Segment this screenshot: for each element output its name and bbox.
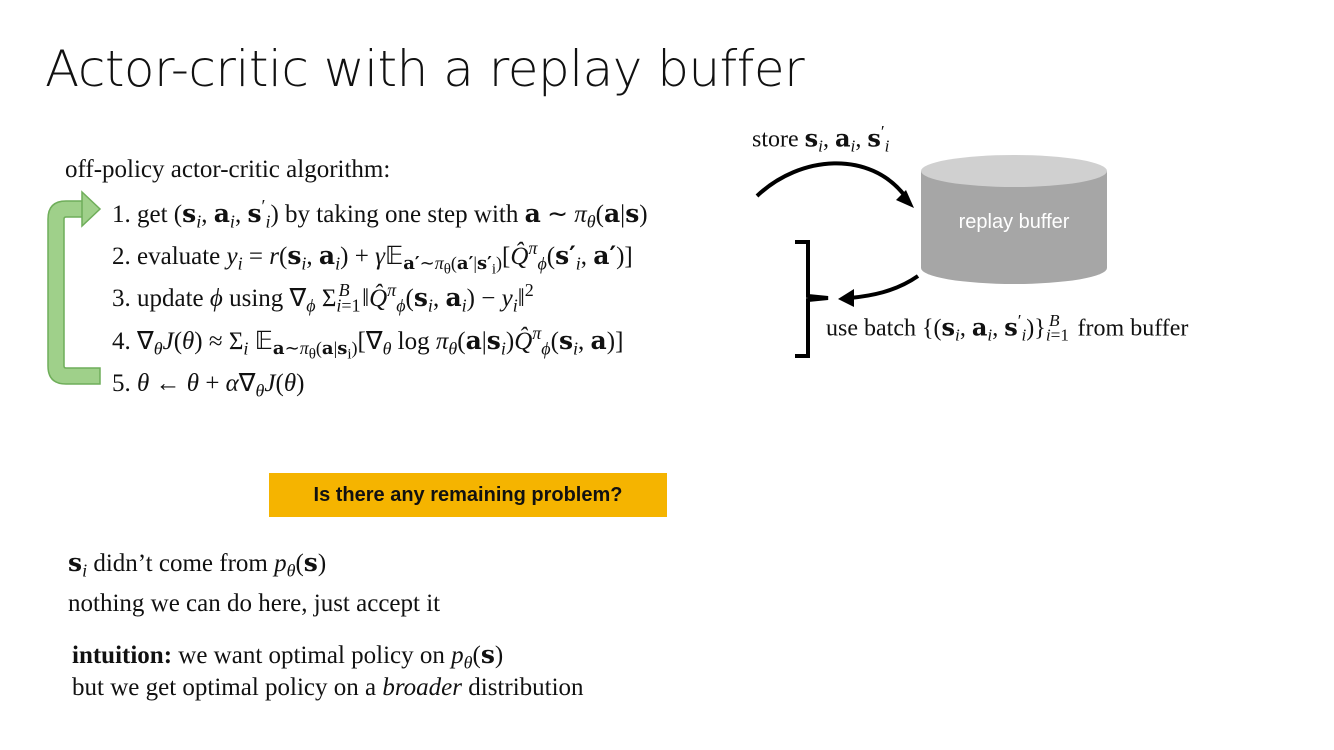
note-line-4: but we get optimal policy on a broader d… bbox=[72, 674, 584, 701]
algorithm-heading: off-policy actor-critic algorithm: bbox=[65, 156, 391, 183]
right-brace bbox=[795, 240, 829, 358]
loop-arrowhead bbox=[81, 190, 102, 228]
note-line-1: si didn’t come from pθ(s) bbox=[68, 548, 327, 581]
step-2: 2. evaluate yi = r(si, ai) + γ𝔼a′∼πθ(a′|… bbox=[112, 238, 633, 278]
page-title: Actor-critic with a replay buffer bbox=[45, 40, 805, 98]
intuition-label: intuition: bbox=[72, 642, 173, 669]
batch-arrowhead bbox=[838, 289, 854, 307]
store-arrowhead bbox=[896, 190, 914, 208]
batch-arrow bbox=[849, 274, 920, 300]
note-line-2: nothing we can do here, just accept it bbox=[68, 590, 441, 617]
store-arrow bbox=[755, 161, 907, 198]
step-5: 5. θ ← θ + α∇θJ(θ) bbox=[112, 370, 305, 401]
batch-label: use batch {(si, ai, s′i)}i=1B from buffe… bbox=[826, 311, 1189, 345]
remaining-problem-callout: Is there any remaining problem? bbox=[269, 473, 667, 517]
replay-buffer-cylinder bbox=[921, 155, 1107, 284]
store-label: store si, ai, s′i bbox=[752, 122, 890, 156]
note-intuition: intuition: we want optimal policy on pθ(… bbox=[72, 640, 504, 673]
replay-buffer-label: replay buffer bbox=[958, 211, 1070, 233]
step-1: 1. get (si, ai, s′i) by taking one step … bbox=[112, 196, 648, 232]
step-3: 3. update ϕ using ∇ϕ Σi=1B ‖Q̂πϕ(si, ai)… bbox=[112, 280, 534, 316]
step-4: 4. ∇θJ(θ) ≈ Σi 𝔼a∼πθ(a|si)[∇θ log πθ(a|s… bbox=[112, 323, 624, 363]
loop-arrow bbox=[47, 200, 101, 385]
